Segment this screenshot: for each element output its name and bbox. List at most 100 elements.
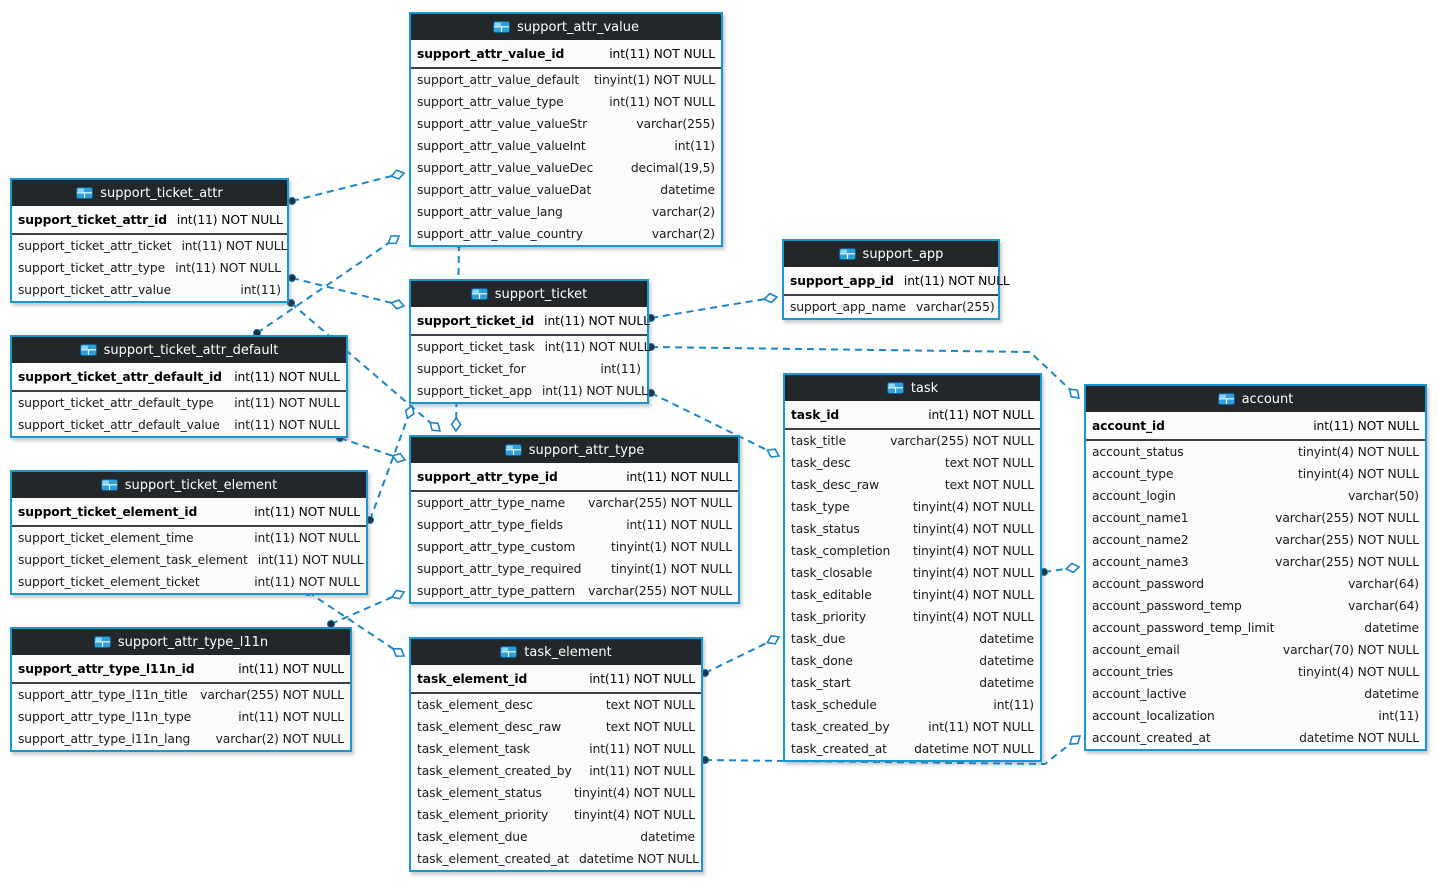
table-header[interactable]: support_attr_value [411, 14, 721, 40]
table-header[interactable]: support_ticket_attr_default [12, 337, 346, 363]
table-header[interactable]: support_ticket [411, 281, 647, 307]
relationship-support_ticket_element-to-task_element[interactable] [307, 591, 405, 657]
relationship-support_ticket_attr_default-to-support_attr_value[interactable] [256, 235, 400, 334]
relationship-task_element-to-task[interactable] [704, 636, 780, 674]
table-header[interactable]: support_attr_type_l11n [12, 629, 350, 655]
relationship-support_ticket_attr-to-support_attr_value[interactable] [291, 172, 405, 202]
table-header[interactable]: support_attr_type [411, 437, 738, 463]
table-header[interactable]: task_element [411, 639, 701, 665]
relationship-support_ticket-to-account[interactable] [650, 346, 1080, 399]
table-header[interactable]: task [785, 375, 1040, 401]
relationship-support_ticket_attr-to-support_attr_type[interactable] [290, 302, 441, 432]
table-header[interactable]: support_ticket_attr [12, 180, 287, 206]
relationship-support_ticket_element-to-support_ticket[interactable] [369, 405, 413, 521]
table-header[interactable]: account [1086, 386, 1425, 412]
relationship-support_ticket-to-support_app[interactable] [650, 296, 778, 319]
table-header[interactable]: support_app [784, 241, 998, 267]
relationship-support_ticket_attr-to-support_ticket[interactable] [291, 277, 405, 307]
